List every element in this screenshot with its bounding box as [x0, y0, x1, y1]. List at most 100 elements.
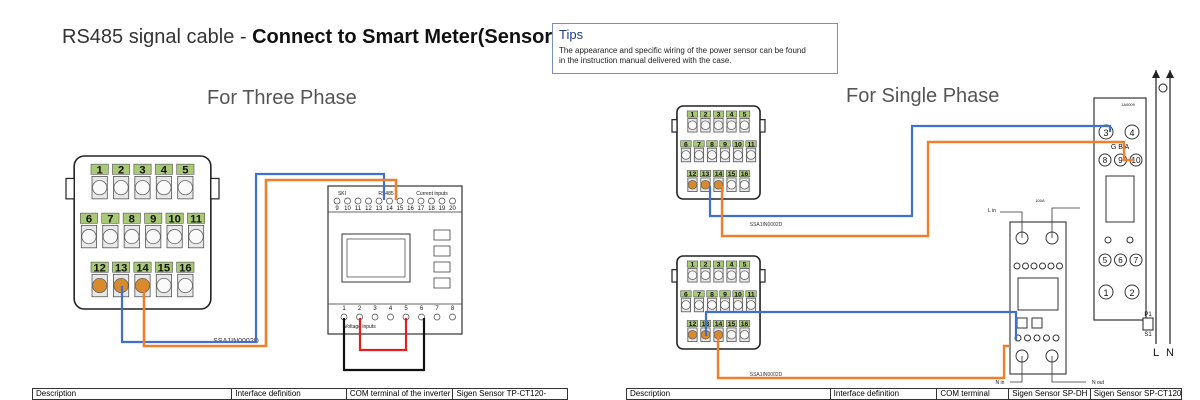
single-phase-lower-com-pin-hole — [746, 300, 756, 310]
single-phase-upper-com-pin-label-2: 2 — [704, 112, 708, 119]
title-prefix: RS485 signal cable - — [62, 26, 253, 48]
single-phase-meter-a-terminal — [1098, 253, 1112, 267]
page-title: RS485 signal cable - Connect to Smart Me… — [62, 26, 559, 49]
single-phase-upper-com-pin-hole — [726, 120, 737, 130]
three-phase-meter-bottom-label-3: 3 — [373, 306, 377, 312]
single-phase-meter-b-terminal-row — [1022, 262, 1029, 270]
single-phase-lower-com-pin-tab — [712, 320, 725, 327]
three-phase-com-pin-hole — [188, 229, 204, 245]
single-phase-upper-com-pin-tab — [699, 170, 712, 177]
single-phase-meter-a-top-label: 1A0009 — [1121, 102, 1136, 107]
single-phase-upper-com-pin-hole — [700, 120, 711, 130]
single-phase-lower-part-number: SSA1IN0002D — [750, 372, 783, 378]
single-phase-upper-com-pin-hole — [687, 180, 698, 190]
three-phase-com-pin-tab — [79, 212, 98, 224]
single-phase-breaker-label: 100A — [1035, 198, 1045, 203]
three-phase-com-pin-label-9: 9 — [150, 213, 156, 225]
three-phase-meter-bottom-label-2: 2 — [358, 306, 362, 312]
single-phase-upper-com-pin-label-1: 1 — [691, 112, 695, 119]
single-phase-heading: For Single Phase — [846, 85, 1000, 107]
single-phase-meter-a-term-10: 10 — [1132, 156, 1141, 165]
single-phase-lower-com-pin-hole — [687, 270, 698, 280]
single-phase-lower-com-pin-hole — [733, 300, 743, 310]
single-phase-lamp-symbol — [1158, 83, 1168, 93]
three-phase-meter-label-rs485: RS485 — [378, 191, 394, 197]
single-phase-upper-com-pin-tab — [725, 110, 738, 118]
single-phase-lower-com-pin-tab — [719, 290, 731, 298]
single-phase-lower-com-pin-label-14: 14 — [715, 321, 723, 328]
single-phase-upper-com-pin-tab — [686, 170, 699, 177]
three-phase-com-pin-hole — [156, 277, 172, 294]
table-right: Description Interface definition COM ter… — [626, 388, 1182, 400]
single-phase-s1-label: S1 — [1144, 332, 1152, 338]
three-phase-meter-label-current: Current inputs — [416, 191, 448, 197]
single-phase-arrow-n — [1166, 70, 1174, 78]
three-phase-com-pin-label-15: 15 — [158, 262, 170, 274]
three-phase-com-pin-tab — [144, 212, 163, 224]
three-phase-meter-top-terminal — [417, 197, 425, 205]
single-phase-meter-a-led — [1126, 236, 1134, 244]
single-phase-upper-com-pin-hole — [713, 120, 724, 130]
single-phase-lower-com-pin-hole — [681, 300, 691, 310]
single-phase-lower-com-pin-tab — [738, 320, 751, 327]
tips-heading: Tips — [559, 27, 584, 42]
three-phase-meter-bottom-terminal — [387, 313, 394, 321]
three-phase-com-pin-label-10: 10 — [168, 213, 180, 225]
three-phase-meter-top-label-9: 9 — [335, 206, 339, 212]
single-phase-upper-com-pin-hole — [720, 150, 730, 160]
single-phase-lower-com-pin-tab — [693, 290, 705, 298]
single-phase-lower-com-pin-hole — [687, 329, 698, 340]
three-phase-com-pin-hole — [113, 180, 129, 196]
single-phase-upper-com-pin-tab — [738, 110, 751, 118]
table-left-col-2: Interface definition — [232, 389, 347, 399]
single-phase-meter-a-terminal — [1098, 284, 1114, 300]
single-phase-upper-com-latch-right — [759, 119, 766, 133]
three-phase-com-pin-tab — [112, 261, 131, 273]
single-phase-ct-symbol — [1142, 317, 1154, 331]
single-phase-upper-com-pin-hole — [707, 150, 717, 160]
three-phase-com-pin-tab — [176, 261, 195, 273]
three-phase-meter-top-terminal — [365, 197, 372, 205]
single-phase-meter-b-terminal-row — [1047, 262, 1055, 270]
single-phase-meter-a-term-4: 4 — [1129, 128, 1134, 138]
three-phase-com-pin-tab — [154, 261, 173, 273]
single-phase-lower-com-pin-tab — [745, 290, 757, 298]
table-left-col-3: COM terminal of the inverter — [347, 389, 454, 399]
three-phase-com-latch-right — [210, 177, 220, 200]
single-phase-l-out-wire — [1051, 207, 1080, 238]
single-phase-meter-a-terminal — [1124, 124, 1140, 140]
single-phase-upper-com-pin-tab — [712, 170, 725, 177]
single-phase-meter-a-terminal — [1129, 253, 1143, 267]
three-phase-meter-bottom-label-4: 4 — [389, 306, 393, 312]
single-phase-upper-com-pin-label-15: 15 — [728, 171, 736, 178]
single-phase-lower-com-pin-label-4: 4 — [730, 262, 734, 269]
single-phase-lower-com-pin-hole — [694, 300, 704, 310]
tips-box: Tips The appearance and specific wiring … — [552, 23, 838, 74]
three-phase-meter-bottom-label-8: 8 — [451, 306, 455, 312]
single-phase-lower-com-pin-tab — [738, 260, 751, 268]
table-right-col-3: COM terminal — [937, 389, 1010, 399]
single-phase-lower-wire-blue — [704, 310, 1018, 340]
single-phase-lower-com-pin-label-8: 8 — [710, 291, 714, 298]
three-phase-com-pin-tab — [90, 261, 109, 273]
single-phase-lower-com-pin-hole — [726, 329, 737, 340]
three-phase-meter-display-inner — [346, 238, 406, 278]
single-phase-n-out-label: N out — [1092, 380, 1105, 386]
single-phase-lower-com-pin-label-2: 2 — [704, 262, 708, 269]
three-phase-meter-top-terminal — [438, 197, 446, 205]
three-phase-com-pin-label-7: 7 — [107, 213, 113, 225]
three-phase-meter-top-label-14: 14 — [386, 206, 393, 212]
three-phase-meter-top-label-17: 17 — [418, 206, 425, 212]
table-right-col-1: Description — [627, 389, 831, 399]
single-phase-upper-com-pin-label-13: 13 — [702, 171, 710, 178]
single-phase-p1-label: P1 — [1144, 312, 1152, 318]
single-phase-lower-com-latch-left — [671, 269, 678, 283]
single-phase-n-in-label: N in — [996, 380, 1005, 386]
three-phase-meter-button — [433, 261, 451, 273]
three-phase-com-pin-tab — [133, 261, 152, 273]
single-phase-lower-com-pin-hole — [720, 300, 730, 310]
single-phase-lower-com-latch-right — [759, 269, 766, 283]
single-phase-upper-com-pin-tab — [699, 110, 712, 118]
three-phase-meter-top-label-18: 18 — [428, 206, 435, 212]
